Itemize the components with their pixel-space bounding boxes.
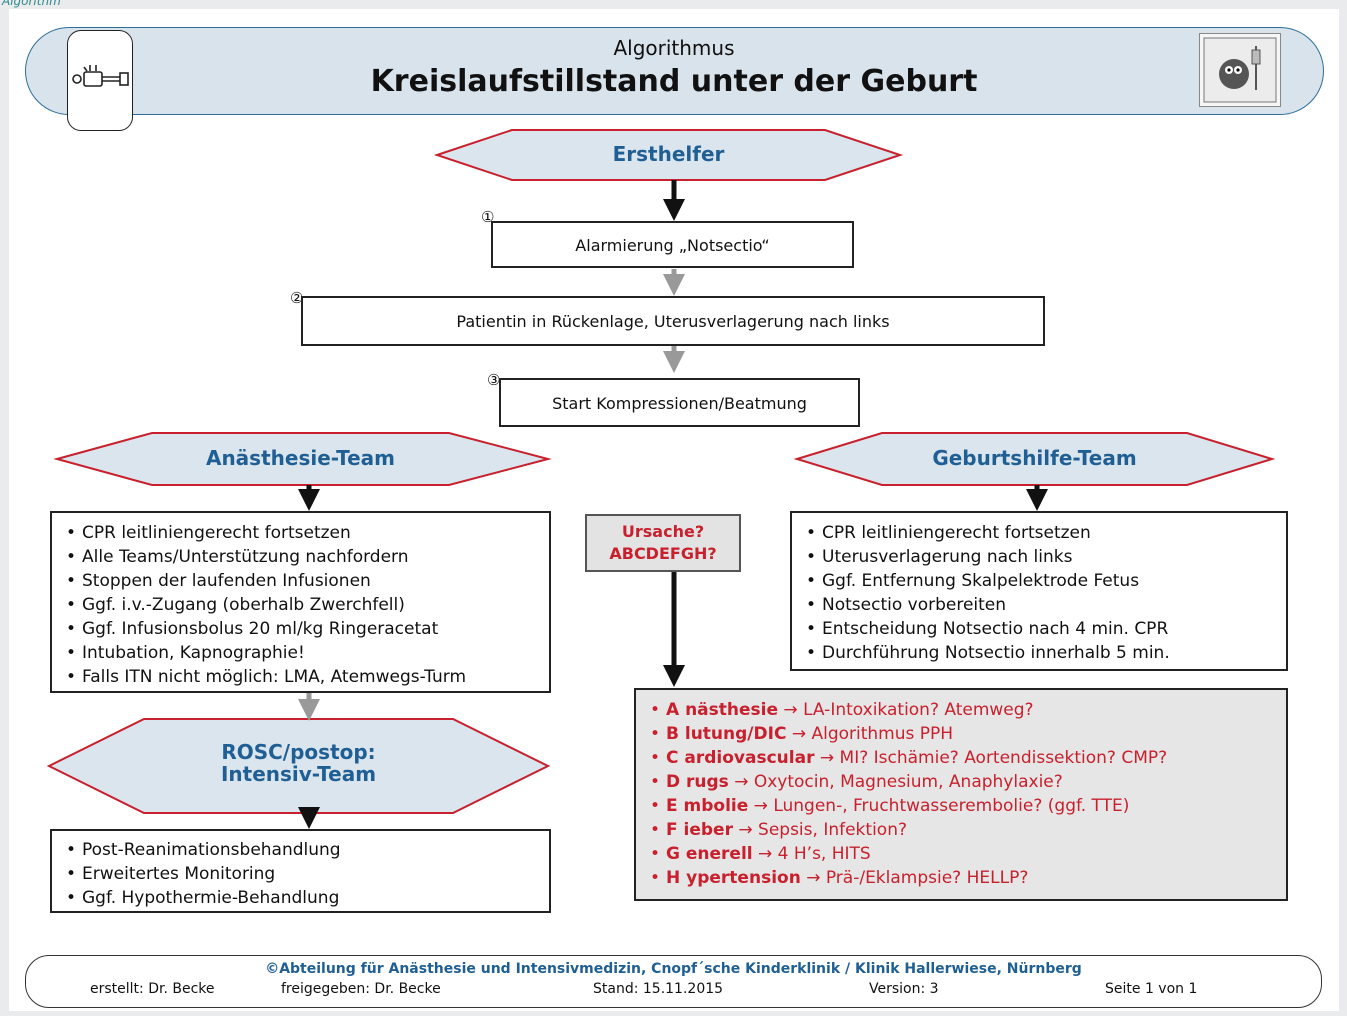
- step-box: Patientin in Rückenlage, Uterusverlageru…: [301, 296, 1045, 346]
- cause-item: H ypertension → Prä-/Eklampsie? HELLP?: [646, 866, 1286, 890]
- ursache-box: Ursache? ABCDEFGH?: [585, 514, 741, 572]
- footer-version: Version: 3: [869, 981, 939, 997]
- cause-key: E mbolie: [666, 796, 749, 816]
- cause-detail: → LA-Intoxikation? Atemweg?: [778, 700, 1034, 720]
- ursache-line1: Ursache?: [621, 522, 705, 541]
- rosc-hexagon: [46, 718, 551, 814]
- step-text: Patientin in Rückenlage, Uterusverlageru…: [456, 312, 890, 331]
- list-item: Durchführung Notsectio innerhalb 5 min.: [802, 641, 1286, 665]
- cause-item: D rugs → Oxytocin, Magnesium, Anaphylaxi…: [646, 770, 1286, 794]
- document-page: Algorithmus Kreislaufstillstand unter de…: [9, 9, 1339, 1011]
- rosc-task-list: Post-Reanimationsbehandlung Erweitertes …: [50, 829, 551, 913]
- cause-detail: → Lungen-, Fruchtwasserembolie? (ggf. TT…: [748, 796, 1130, 816]
- cause-key: F ieber: [666, 820, 733, 840]
- cause-key: B lutung/DIC: [666, 724, 787, 744]
- step-number: ③: [487, 371, 501, 389]
- cause-detail: → MI? Ischämie? Aortendissektion? CMP?: [814, 748, 1168, 768]
- cause-key: D rugs: [666, 772, 729, 792]
- page-title: Kreislaufstillstand unter der Geburt: [370, 64, 978, 99]
- arrow-anaesthesie-rosc: [298, 693, 320, 721]
- causes-box: A nästhesie → LA-Intoxikation? Atemweg? …: [634, 688, 1288, 901]
- cause-detail: → Prä-/Eklampsie? HELLP?: [800, 868, 1029, 888]
- list-item: Entscheidung Notsectio nach 4 min. CPR: [802, 617, 1286, 641]
- footer: ©Abteilung für Anästhesie und Intensivme…: [25, 955, 1322, 1008]
- cause-item: G enerell → 4 H’s, HITS: [646, 842, 1286, 866]
- arrow-ersthelfer-step1: [663, 180, 685, 221]
- header-bar: [25, 27, 1324, 115]
- arrow-rosc-list: [298, 807, 320, 829]
- arrow-anaesthesie-list: [298, 485, 320, 511]
- cause-key: G enerell: [666, 844, 753, 864]
- list-item: Post-Reanimationsbehandlung: [62, 838, 549, 862]
- flowchart-lines: [46, 129, 1276, 829]
- list-item: Ggf. i.v.-Zugang (oberhalb Zwerchfell): [62, 593, 549, 617]
- step-box: Start Kompressionen/Beatmung: [499, 378, 860, 427]
- list-item: Uterusverlagerung nach links: [802, 545, 1286, 569]
- list-item: Ggf. Infusionsbolus 20 ml/kg Ringeraceta…: [62, 617, 549, 641]
- arrow-step1-step2: [663, 269, 685, 296]
- step-text: Alarmierung „Notsectio“: [575, 236, 770, 255]
- list-item: Falls ITN nicht möglich: LMA, Atemwegs-T…: [62, 665, 549, 689]
- cause-detail: → Oxytocin, Magnesium, Anaphylaxie?: [728, 772, 1063, 792]
- ersthelfer-label: Ersthelfer: [612, 142, 725, 166]
- footer-created: erstellt: Dr. Becke: [90, 981, 215, 997]
- cause-item: F ieber → Sepsis, Infektion?: [646, 818, 1286, 842]
- rosc-label: ROSC/postop: Intensiv-Team: [144, 741, 453, 785]
- cause-key: A nästhesie: [666, 700, 779, 720]
- footer-page: Seite 1 von 1: [1105, 981, 1198, 997]
- list-item: Ggf. Entfernung Skalpelektrode Fetus: [802, 569, 1286, 593]
- geburtshilfe-task-list: CPR leitliniengerecht fortsetzen Uterusv…: [790, 511, 1288, 671]
- list-item: Ggf. Hypothermie-Behandlung: [62, 886, 549, 910]
- arrow-geburtshilfe-list: [1026, 485, 1048, 511]
- ersthelfer-hexagon: [433, 129, 904, 181]
- cause-item: E mbolie → Lungen-, Fruchtwasserembolie?…: [646, 794, 1286, 818]
- list-item: Intubation, Kapnographie!: [62, 641, 549, 665]
- footer-copyright: ©Abteilung für Anästhesie und Intensivme…: [265, 961, 1082, 977]
- ursache-line2: ABCDEFGH?: [609, 544, 717, 563]
- list-item: CPR leitliniengerecht fortsetzen: [802, 521, 1286, 545]
- list-item: Notsectio vorbereiten: [802, 593, 1286, 617]
- geburtshilfe-hexagon: [793, 432, 1276, 486]
- cause-detail: → 4 H’s, HITS: [752, 844, 871, 864]
- step-box: Alarmierung „Notsectio“: [491, 221, 854, 268]
- list-item: Erweitertes Monitoring: [62, 862, 549, 886]
- cause-detail: → Sepsis, Infektion?: [732, 820, 907, 840]
- cause-item: C ardiovascular → MI? Ischämie? Aortendi…: [646, 746, 1286, 770]
- cause-detail: → Algorithmus PPH: [786, 724, 954, 744]
- arrow-ursache-causes: [663, 563, 685, 687]
- rosc-label-line1: ROSC/postop:: [221, 740, 376, 764]
- footer-approved: freigegeben: Dr. Becke: [281, 981, 441, 997]
- infusion-pump-icon: [67, 30, 133, 131]
- cause-item: B lutung/DIC → Algorithmus PPH: [646, 722, 1286, 746]
- footer-date: Stand: 15.11.2015: [593, 981, 724, 997]
- list-item: CPR leitliniengerecht fortsetzen: [62, 521, 549, 545]
- arrow-step2-step3: [663, 346, 685, 373]
- clinic-logo-icon: [1199, 33, 1281, 107]
- cause-key: H ypertension: [666, 868, 801, 888]
- cause-key: C ardiovascular: [666, 748, 815, 768]
- rosc-label-line2: Intensiv-Team: [220, 762, 377, 786]
- anaesthesie-team-label: Anästhesie-Team: [205, 446, 396, 470]
- list-item: Alle Teams/Unterstützung nachfordern: [62, 545, 549, 569]
- step-text: Start Kompressionen/Beatmung: [552, 394, 807, 413]
- step-number: ②: [290, 289, 304, 307]
- page-tag: Algorithm: [2, 0, 61, 8]
- geburtshilfe-team-label: Geburtshilfe-Team: [932, 446, 1137, 470]
- list-item: Stoppen der laufenden Infusionen: [62, 569, 549, 593]
- header-subtitle: Algorithmus: [613, 36, 735, 60]
- cause-item: A nästhesie → LA-Intoxikation? Atemweg?: [646, 698, 1286, 722]
- anaesthesie-hexagon: [53, 432, 552, 486]
- anaesthesie-task-list: CPR leitliniengerecht fortsetzen Alle Te…: [50, 511, 551, 693]
